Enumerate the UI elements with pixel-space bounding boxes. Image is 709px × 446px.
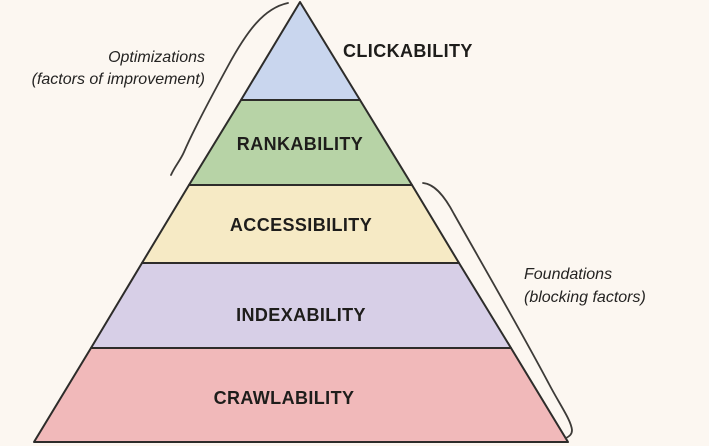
accessibility-label: ACCESSIBILITY: [230, 215, 372, 235]
foundations-annotation-line2: (blocking factors): [524, 289, 646, 306]
pyramid-layer-crawlability: [33, 347, 569, 443]
foundations-annotation-line1: Foundations: [524, 266, 612, 283]
optimizations-bracket-icon: [170, 2, 289, 176]
clickability-label: CLICKABILITY: [343, 41, 473, 61]
foundations-bracket-icon: [422, 182, 573, 439]
crawlability-label: CRAWLABILITY: [214, 388, 355, 408]
rankability-label: RANKABILITY: [237, 134, 363, 154]
indexability-label: INDEXABILITY: [236, 305, 366, 325]
optimizations-annotation-line1: Optimizations: [108, 49, 205, 66]
optimizations-annotation-line2: (factors of improvement): [32, 71, 205, 88]
